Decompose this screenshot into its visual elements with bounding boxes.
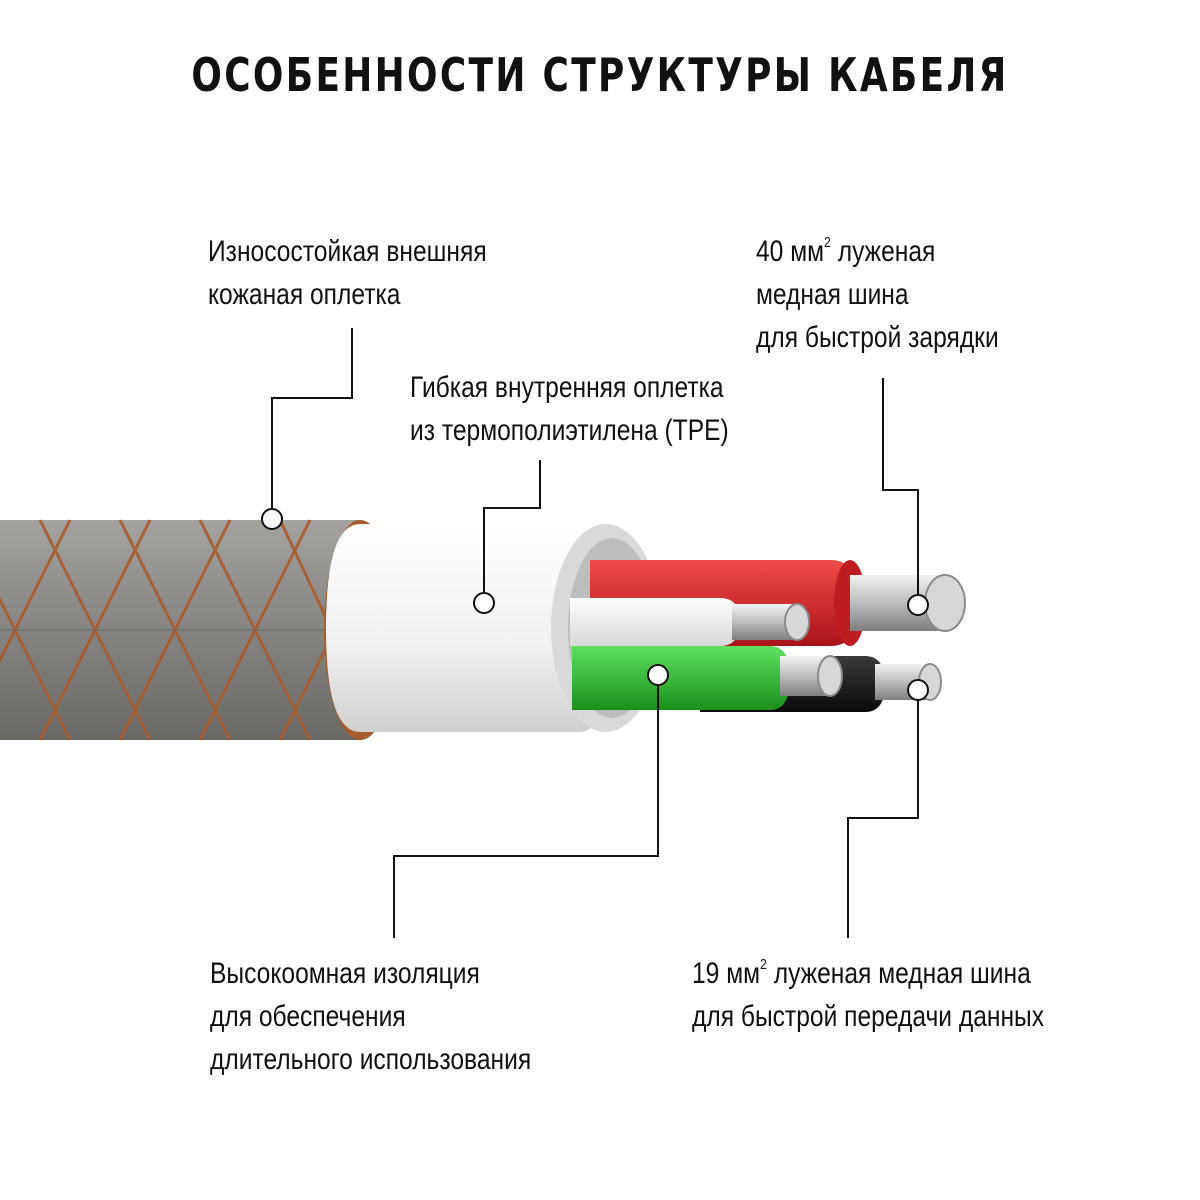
callout-dot-outer-braid <box>261 508 283 530</box>
label-text: луженая <box>830 235 936 268</box>
label-line: Высокоомная изоляция <box>210 957 480 990</box>
wire-bundle <box>570 560 966 712</box>
label-tpe-braid: Гибкая внутренняя оплетка из термополиэт… <box>410 366 729 452</box>
label-line: 40 мм2 луженая <box>756 230 999 273</box>
label-data-bus: 19 мм2 луженая медная шина для быстрой п… <box>692 952 1044 1038</box>
label-line: медная шина <box>756 278 909 311</box>
label-line: кожаная оплетка <box>208 278 401 311</box>
label-insulation: Высокоомная изоляция для обеспечения дли… <box>210 952 531 1081</box>
label-superscript: 2 <box>824 234 831 251</box>
callout-line-power-bus <box>882 378 919 594</box>
label-line: из термополиэтилена (TPE) <box>410 414 729 447</box>
label-line: для обеспечения <box>210 1000 406 1033</box>
callout-line-data-bus <box>847 700 919 938</box>
label-line: для быстрой зарядки <box>756 321 999 354</box>
callout-dot-power-bus <box>907 594 929 616</box>
callout-lines <box>271 328 919 938</box>
label-number: 19 мм <box>692 957 761 990</box>
label-number: 40 мм <box>756 235 825 268</box>
label-line: длительного использования <box>210 1043 532 1076</box>
wire-green <box>572 646 843 710</box>
label-line: 19 мм2 луженая медная шина <box>692 952 1044 995</box>
callout-line-insulation <box>393 686 659 938</box>
page-title: ОСОБЕННОСТИ СТРУКТУРЫ КАБЕЛЯ <box>191 48 1009 102</box>
label-line: Износостойкая внешняя <box>208 235 487 268</box>
label-line: для быстрой передачи данных <box>692 1000 1045 1033</box>
callout-dot-insulation <box>647 664 669 686</box>
callout-line-tpe <box>483 460 541 592</box>
label-line: Гибкая внутренняя оплетка <box>410 371 724 404</box>
label-text: луженая медная шина <box>766 957 1031 990</box>
callout-dot-tpe <box>473 592 495 614</box>
label-power-bus: 40 мм2 луженая медная шина для быстрой з… <box>756 230 999 359</box>
callout-dot-data-bus <box>907 679 929 701</box>
callout-line-outer-braid <box>271 328 353 508</box>
label-superscript: 2 <box>760 956 767 973</box>
wire-white <box>570 598 810 646</box>
label-outer-braid: Износостойкая внешняя кожаная оплетка <box>208 230 487 316</box>
callout-dots <box>261 508 929 701</box>
